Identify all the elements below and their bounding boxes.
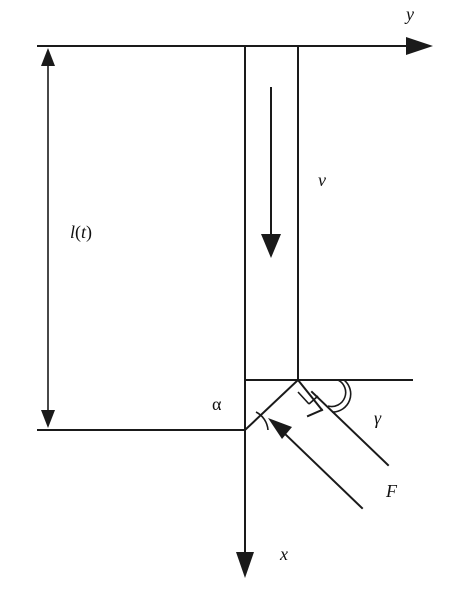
force-arrowhead (268, 418, 292, 439)
gamma-angle-arc-inner (327, 379, 347, 408)
length-paren-close: ) (86, 222, 92, 243)
gamma-label: γ (374, 408, 382, 428)
tool-edge-end (306, 408, 324, 418)
gamma-angle-arc (331, 379, 352, 413)
alpha-label: α (212, 394, 222, 414)
force-line-upper (310, 390, 390, 467)
length-label: l(t) (70, 222, 92, 243)
length-paren-open: ( (75, 222, 81, 243)
force-label: F (385, 481, 398, 501)
length-var: t (81, 222, 87, 242)
length-arrowhead-bottom (41, 410, 55, 428)
alpha-angle-arc (255, 411, 269, 431)
y-axis-label: y (404, 4, 414, 24)
tool-edge-right (296, 378, 324, 412)
tool-edge-upper (243, 378, 300, 432)
velocity-arrow-head (261, 234, 281, 258)
force-arrow-shaft (281, 430, 364, 510)
length-arrowhead-top (41, 48, 55, 66)
y-axis-arrowhead (406, 37, 433, 55)
x-axis-arrowhead (236, 552, 254, 578)
length-fn: l (70, 222, 75, 242)
right-angle-mark-a (297, 391, 310, 405)
velocity-label: v (318, 170, 326, 190)
x-axis-label: x (279, 544, 288, 564)
